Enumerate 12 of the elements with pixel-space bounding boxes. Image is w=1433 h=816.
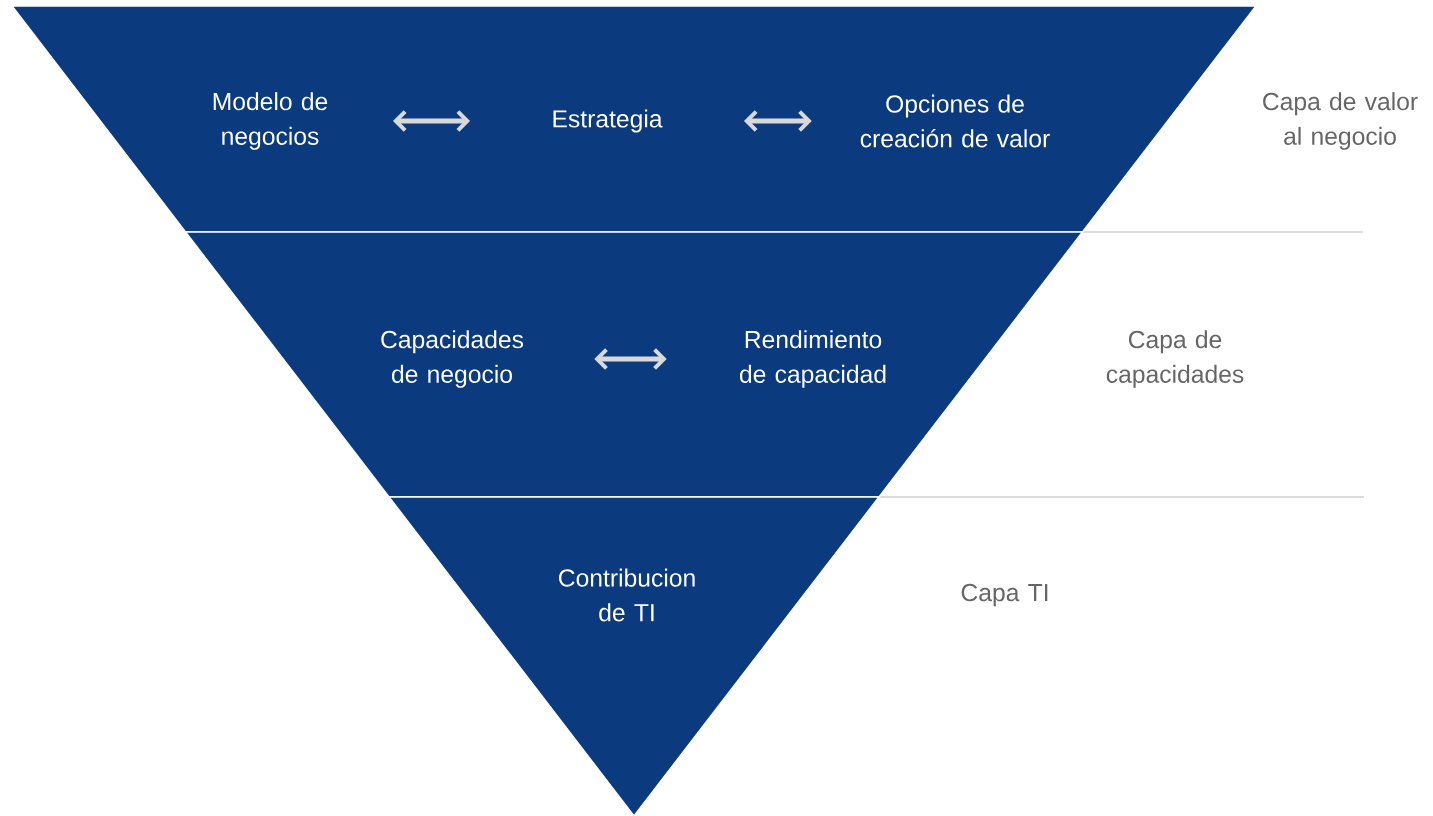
layer-label: Capa de capacidades (1106, 330, 1244, 388)
node-text: Contribucion de TI (559, 568, 695, 622)
layer-label: Capa de valor al negocio (1263, 92, 1418, 150)
node-text: Opciones de creación de valor (860, 94, 1050, 148)
node-text: Modelo de negocios (213, 92, 328, 150)
node-text: Rendimiento de capacidad (740, 330, 886, 388)
double-arrow (594, 348, 667, 370)
layer-label: Capa TI (961, 583, 1048, 607)
double-arrow (743, 110, 812, 132)
node-text: Capacidades de negocio (381, 330, 524, 388)
node-text: Estrategia (553, 109, 663, 133)
double-arrow (392, 110, 471, 132)
